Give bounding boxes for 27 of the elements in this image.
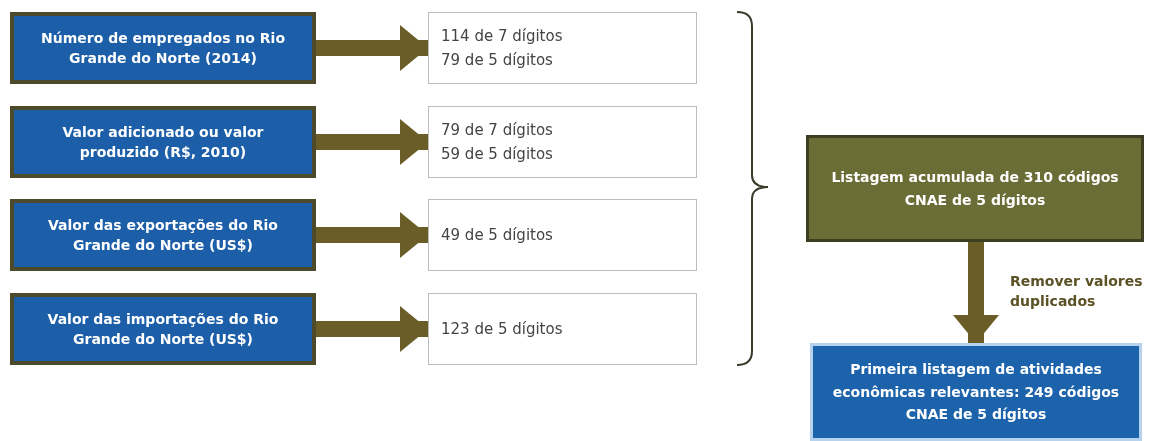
box-text: Listagem acumulada de 310 códigos CNAE de 5 dígitos (830, 168, 1120, 210)
result-box (810, 343, 1142, 441)
box-text: 59 de 5 dígitos (441, 144, 553, 165)
box-text: 79 de 7 dígitos (441, 120, 553, 141)
box-text: Valor das exportações do Rio Grande do Norte (US$) (47, 215, 279, 255)
box-text: 79 de 5 dígitos (441, 50, 553, 71)
box-text: 49 de 5 dígitos (441, 225, 553, 246)
block-arrow (316, 212, 428, 258)
block-arrow (316, 306, 428, 352)
block-arrow (953, 242, 999, 343)
count-box (428, 12, 697, 84)
block-arrow (316, 119, 428, 165)
source-box (10, 12, 316, 84)
box-text: Valor das importações do Rio Grande do Norte (US$) (46, 309, 280, 349)
box-text: 114 de 7 dígitos (441, 26, 563, 47)
box-text: Valor adicionado ou valor produzido (R$, 2010) (61, 122, 265, 162)
count-box (428, 293, 697, 365)
merge-box (806, 135, 1144, 242)
box-text: Primeira listagem de atividades econômicas relevantes: 249 códigos CNAE de 5 dígitos (831, 360, 1121, 425)
box-text: 123 de 5 dígitos (441, 319, 563, 340)
source-box (10, 199, 316, 271)
block-arrow (316, 25, 428, 71)
count-box (428, 106, 697, 178)
count-box (428, 199, 697, 271)
source-box (10, 293, 316, 365)
box-text: Número de empregados no Rio Grande do Norte (2014) (40, 28, 286, 68)
source-box (10, 106, 316, 178)
